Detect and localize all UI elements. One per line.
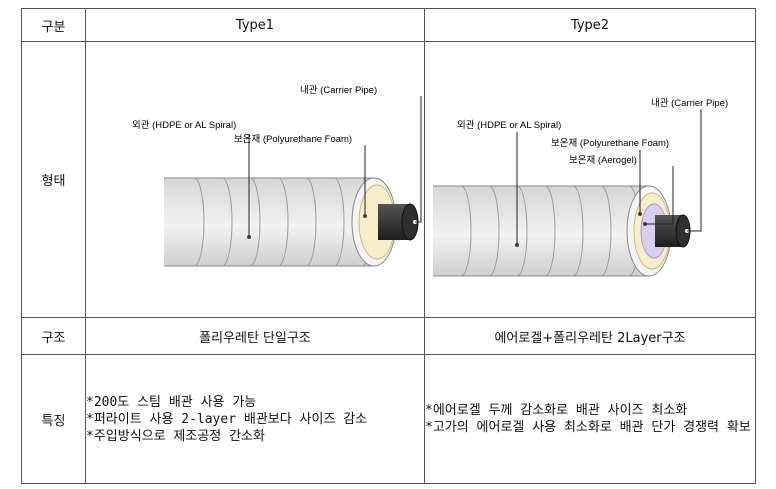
form-row: 형태	[21, 41, 756, 318]
header-category: 구분	[21, 8, 86, 42]
type2-label-aerogel: 보온재 (Aerogel)	[569, 155, 637, 166]
type2-pipe-diagram: 내관 (Carrier Pipe) 외관 (HDPE or AL Spiral)…	[433, 98, 728, 277]
type1-label-inner: 내관 (Carrier Pipe)	[300, 85, 377, 96]
type1-feature-item: *퍼라이트 사용 2-layer 배관보다 사이즈 감소	[86, 411, 368, 427]
type2-feature-item: *에어로겔 두께 감소화로 배관 사이즈 최소화	[425, 403, 688, 418]
type1-feature-item: *200도 스팀 배관 사용 가능	[86, 394, 257, 410]
type1-label-insulation: 보온재 (Polyurethane Foam)	[234, 134, 352, 145]
type1-diagram-cell: 내관 (Carrier Pipe) 외관 (HDPE or AL Spiral)…	[85, 41, 425, 318]
header-row: 구분 Type1 Type2	[21, 8, 756, 42]
type2-label-insulation: 보온재 (Polyurethane Foam)	[551, 138, 669, 149]
features-row: 특징 *200도 스팀 배관 사용 가능 *퍼라이트 사용 2-layer 배관…	[21, 354, 756, 484]
row-label-form: 형태	[21, 41, 86, 318]
type1-insulation-foam	[358, 184, 396, 260]
type2-carrier-pipe	[655, 214, 691, 248]
comparison-table: 구분 Type1 Type2 형태	[21, 8, 756, 484]
type2-features: *에어로겔 두께 감소화로 배관 사이즈 최소화 *고가의 에어로겔 사용 최소…	[424, 354, 756, 484]
type2-leader-inner	[687, 109, 702, 232]
row-label-structure: 구조	[21, 317, 86, 355]
type1-label-outer: 외관 (HDPE or AL Spiral)	[132, 119, 236, 131]
type1-pipe-diagram: 내관 (Carrier Pipe) 외관 (HDPE or AL Spiral)…	[132, 85, 422, 267]
type2-leader-aerogel	[645, 166, 674, 225]
type2-structure: 에어로겔+폴리우레탄 2Layer구조	[424, 317, 756, 355]
type1-leader-inner	[415, 96, 422, 223]
type2-diagram-cell: 내관 (Carrier Pipe) 외관 (HDPE or AL Spiral)…	[424, 41, 756, 318]
type1-features: *200도 스팀 배관 사용 가능 *퍼라이트 사용 2-layer 배관보다 …	[85, 354, 425, 484]
type1-carrier-pipe	[378, 203, 419, 241]
type2-label-inner: 내관 (Carrier Pipe)	[651, 98, 728, 109]
type1-feature-item: *주입방식으로 제조공정 간소화	[86, 428, 265, 444]
header-type2: Type2	[424, 8, 756, 42]
header-type1: Type1	[85, 8, 425, 42]
structure-row: 구조 폴리우레탄 단일구조 에어로겔+폴리우레탄 2Layer구조	[21, 317, 756, 355]
type1-structure: 폴리우레탄 단일구조	[85, 317, 425, 355]
type2-feature-item: *고가의 에어로겔 사용 최소화로 배관 단가 경쟁력 확보	[425, 420, 751, 435]
type2-label-outer: 외관 (HDPE or AL Spiral)	[457, 119, 561, 131]
row-label-features: 특징	[21, 354, 86, 484]
